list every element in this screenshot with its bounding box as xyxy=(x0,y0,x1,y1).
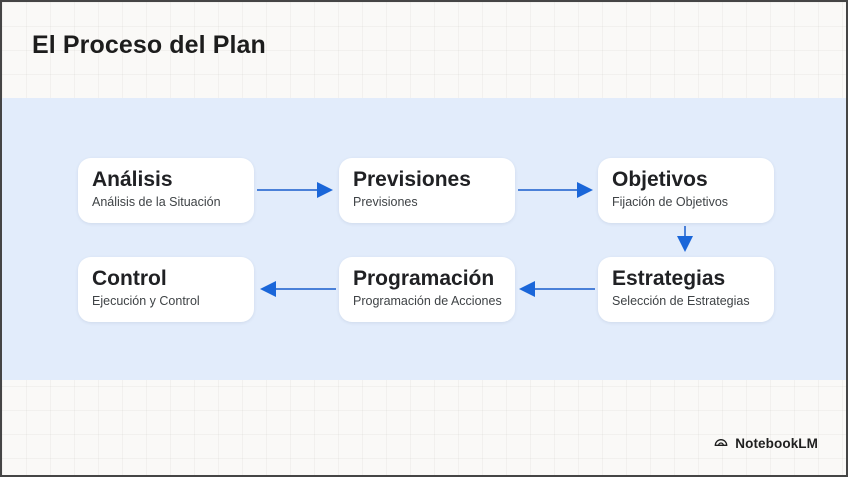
notebooklm-label: NotebookLM xyxy=(735,435,818,451)
node-subtitle: Ejecución y Control xyxy=(92,294,200,309)
node-objetivos: Objetivos Fijación de Objetivos xyxy=(598,158,774,223)
node-title: Objetivos xyxy=(612,168,708,191)
node-subtitle: Programación de Acciones xyxy=(353,294,502,309)
node-title: Estrategias xyxy=(612,267,726,290)
node-estrategias: Estrategias Selección de Estrategias xyxy=(598,257,774,322)
node-previsiones: Previsiones Previsiones xyxy=(339,158,515,223)
notebooklm-icon xyxy=(713,435,729,451)
node-subtitle: Análisis de la Situación xyxy=(92,195,221,210)
node-subtitle: Selección de Estrategias xyxy=(612,294,750,309)
node-title: Control xyxy=(92,267,167,290)
node-title: Previsiones xyxy=(353,168,471,191)
node-subtitle: Previsiones xyxy=(353,195,418,210)
node-title: Análisis xyxy=(92,168,173,191)
diagram-background-band xyxy=(2,98,846,380)
node-title: Programación xyxy=(353,267,495,290)
notebooklm-brand: NotebookLM xyxy=(713,435,818,451)
node-programacion: Programación Programación de Acciones xyxy=(339,257,515,322)
node-control: Control Ejecución y Control xyxy=(78,257,254,322)
page-title: El Proceso del Plan xyxy=(32,31,266,59)
node-analisis: Análisis Análisis de la Situación xyxy=(78,158,254,223)
node-subtitle: Fijación de Objetivos xyxy=(612,195,729,210)
